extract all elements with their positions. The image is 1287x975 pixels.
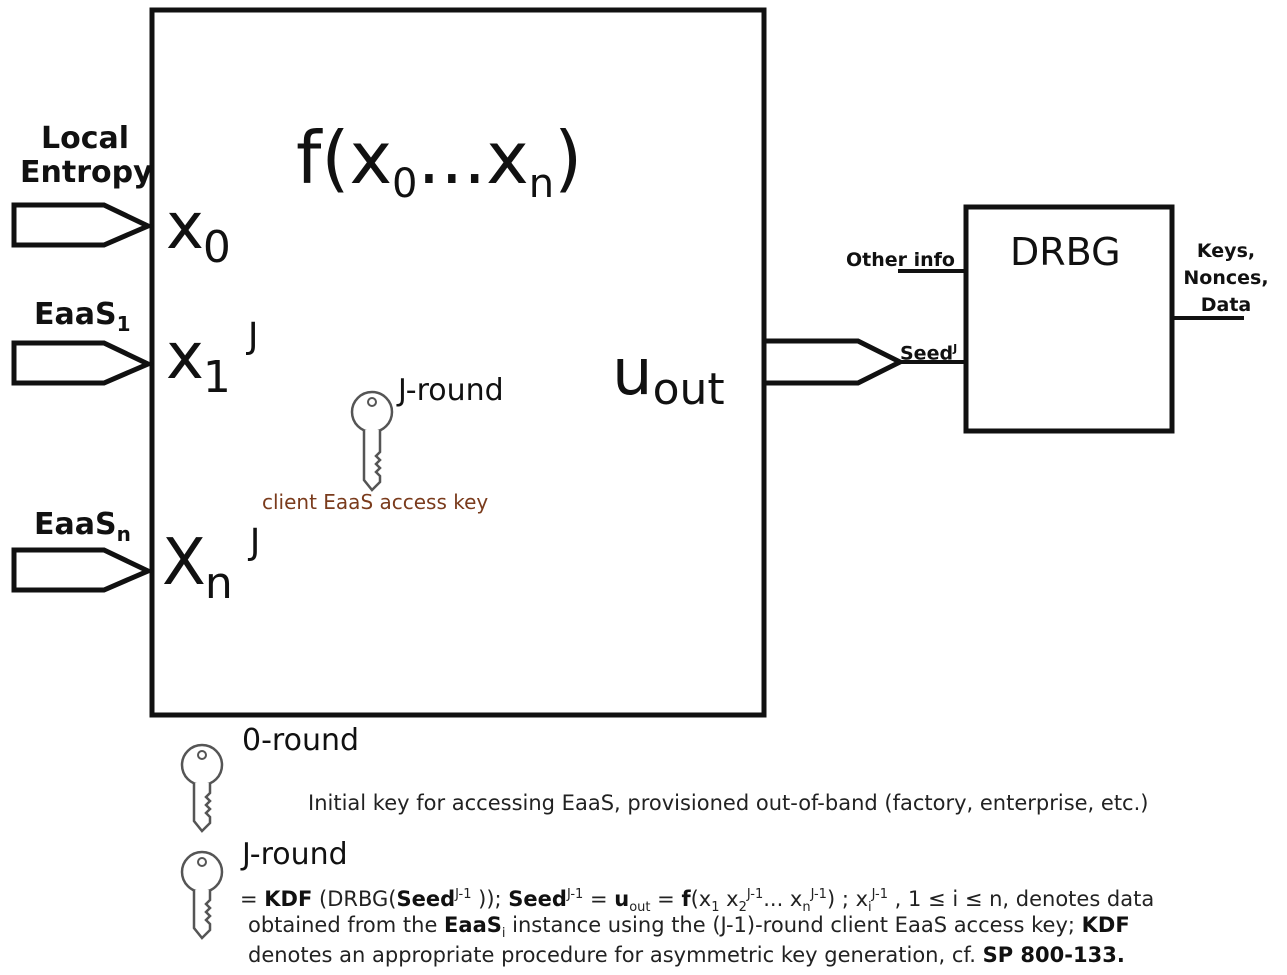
key-label-j-round: J-round (398, 373, 504, 408)
input-label-eaas-n: EaaSn (34, 507, 131, 547)
output-label: uout (612, 336, 725, 415)
output-arrow (761, 338, 906, 386)
legend-zero-round-title: 0-round (242, 723, 360, 758)
input-arrow-eaas-1 (11, 340, 155, 386)
key-icon (180, 850, 224, 940)
legend-zero-round-text: Initial key for accessing EaaS, provisio… (308, 791, 1149, 815)
seed-label: SeedJ (900, 342, 958, 365)
legend-j-round-line1: = KDF (DRBG(SeedJ-1 )); SeedJ-1 = uout =… (240, 887, 1155, 916)
var-xn: XnJ (162, 522, 260, 609)
legend-j-round-line2: obtained from the EaaSi instance using t… (248, 913, 1130, 942)
key-icon (350, 390, 394, 492)
input-label-eaas-1: EaaS1 (34, 297, 131, 337)
drbg-title: DRBG (1010, 230, 1121, 274)
legend-j-round-title: J-round (242, 837, 348, 872)
input-label-local-entropy: Local Entropy (20, 121, 153, 190)
other-info-label: Other info (846, 249, 955, 271)
var-x1: x1J (166, 316, 258, 403)
key-icon (180, 743, 224, 833)
legend-j-round-line3: denotes an appropriate procedure for asy… (248, 943, 1125, 967)
key-caption: client EaaS access key (262, 490, 489, 514)
var-x0: x0 (166, 190, 231, 273)
drbg-outputs-label: Keys, Nonces, Data (1183, 240, 1269, 316)
input-arrow-local-entropy (11, 202, 155, 248)
function-label: f(x0...xn) (296, 116, 583, 207)
input-arrow-eaas-n (11, 547, 155, 593)
